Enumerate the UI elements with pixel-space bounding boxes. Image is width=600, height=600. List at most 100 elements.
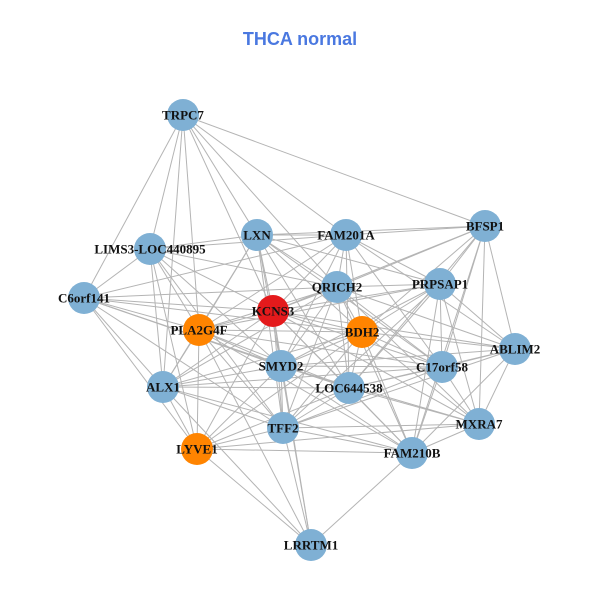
node-label-LOC644538: LOC644538 (315, 381, 383, 396)
edge-QRICH2-TFF2 (282, 286, 338, 429)
edge-PRPSAP1-ABLIM2 (439, 283, 516, 350)
edge-BDH2-TFF2 (282, 331, 363, 429)
edge-TRPC7-LIMS3 (149, 114, 184, 250)
node-label-TFF2: TFF2 (267, 421, 298, 436)
edge-PLA2G4F-LRRTM1 (198, 329, 312, 546)
edge-FAM201A-BDH2 (345, 234, 363, 333)
edge-TRPC7-KCNS3 (182, 114, 274, 312)
node-label-SMYD2: SMYD2 (259, 359, 304, 374)
node-C17orf58[interactable] (426, 351, 458, 383)
edge-PLA2G4F-FAM210B (198, 329, 413, 454)
edge-QRICH2-C6orf141 (83, 286, 338, 299)
edge-BFSP1-KCNS3 (272, 225, 486, 312)
node-LIMS3[interactable] (134, 233, 166, 265)
node-label-FAM210B: FAM210B (384, 446, 441, 461)
edge-ALX1-LRRTM1 (162, 386, 312, 546)
edge-C6orf141-LYVE1 (83, 297, 198, 450)
node-LXN[interactable] (241, 219, 273, 251)
edge-C6orf141-ALX1 (83, 297, 164, 388)
edge-QRICH2-ALX1 (162, 286, 338, 388)
edge-PRPSAP1-PLA2G4F (198, 283, 441, 331)
edge-FAM201A-C6orf141 (83, 234, 347, 299)
edge-TFF2-FAM210B (282, 427, 413, 454)
edge-C6orf141-BDH2 (83, 297, 363, 333)
node-LRRTM1[interactable] (295, 529, 327, 561)
node-label-TRPC7: TRPC7 (162, 108, 204, 123)
edge-TRPC7-PLA2G4F (182, 114, 200, 331)
edge-KCNS3-ABLIM2 (272, 310, 516, 350)
edge-C17orf58-ALX1 (162, 366, 443, 388)
node-PRPSAP1[interactable] (424, 268, 456, 300)
edge-FAM201A-PRPSAP1 (345, 234, 441, 285)
edge-LXN-PRPSAP1 (256, 234, 441, 285)
edge-BDH2-ALX1 (162, 331, 363, 388)
edge-PLA2G4F-TFF2 (198, 329, 284, 429)
edge-LOC644538-MXRA7 (348, 387, 480, 425)
node-label-FAM201A: FAM201A (317, 228, 375, 243)
edge-C6orf141-TFF2 (83, 297, 284, 429)
edge-LXN-LIMS3 (149, 234, 258, 250)
edge-LIMS3-KCNS3 (149, 248, 274, 312)
edge-BFSP1-BDH2 (361, 225, 486, 333)
edge-TRPC7-FAM201A (182, 114, 347, 236)
node-ABLIM2[interactable] (499, 333, 531, 365)
edge-SMYD2-FAM210B (280, 365, 413, 454)
node-SMYD2[interactable] (265, 350, 297, 382)
node-label-QRICH2: QRICH2 (312, 280, 363, 295)
edge-LYVE1-FAM210B (196, 448, 413, 454)
edge-BFSP1-LOC644538 (348, 225, 486, 389)
node-label-KCNS3: KCNS3 (252, 304, 295, 319)
edge-TRPC7-ALX1 (162, 114, 184, 388)
edge-FAM201A-KCNS3 (272, 234, 347, 312)
edge-TRPC7-C6orf141 (83, 114, 184, 299)
node-TRPC7[interactable] (167, 99, 199, 131)
node-label-ALX1: ALX1 (146, 380, 180, 395)
edge-layer (83, 114, 516, 546)
edge-LXN-BFSP1 (256, 225, 486, 236)
edge-FAM201A-LOC644538 (345, 234, 350, 389)
node-MXRA7[interactable] (463, 408, 495, 440)
edge-FAM201A-C17orf58 (345, 234, 443, 368)
node-FAM210B[interactable] (396, 437, 428, 469)
edge-BDH2-LYVE1 (196, 331, 363, 450)
edge-MXRA7-LYVE1 (196, 423, 480, 450)
edge-SMYD2-C17orf58 (280, 365, 443, 368)
node-FAM201A[interactable] (330, 219, 362, 251)
edge-SMYD2-ALX1 (162, 365, 282, 388)
node-label-PLA2G4F: PLA2G4F (170, 323, 227, 338)
edge-ALX1-LOC644538 (162, 386, 350, 389)
node-C6orf141[interactable] (68, 282, 100, 314)
edge-BFSP1-MXRA7 (478, 225, 486, 425)
edge-TRPC7-QRICH2 (182, 114, 338, 288)
edge-KCNS3-ALX1 (162, 310, 274, 388)
edge-PRPSAP1-MXRA7 (439, 283, 480, 425)
edge-C6orf141-PLA2G4F (83, 297, 200, 331)
edge-LIMS3-LYVE1 (149, 248, 198, 450)
node-PLA2G4F[interactable] (183, 314, 215, 346)
node-BDH2[interactable] (346, 316, 378, 348)
node-BFSP1[interactable] (469, 210, 501, 242)
edge-TRPC7-LXN (182, 114, 258, 236)
graph-title: THCA normal (242, 29, 358, 49)
node-label-BDH2: BDH2 (345, 325, 380, 340)
edge-LXN-TFF2 (256, 234, 284, 429)
node-LYVE1[interactable] (181, 433, 213, 465)
edge-BDH2-MXRA7 (361, 331, 480, 425)
edge-BFSP1-ABLIM2 (484, 225, 516, 350)
node-QRICH2[interactable] (321, 271, 353, 303)
edge-LIMS3-QRICH2 (149, 248, 338, 288)
edge-KCNS3-MXRA7 (272, 310, 480, 425)
node-label-C17orf58: C17orf58 (416, 360, 468, 375)
edge-FAM210B-LRRTM1 (310, 452, 413, 546)
node-KCNS3[interactable] (257, 295, 289, 327)
node-ALX1[interactable] (147, 371, 179, 403)
edge-LYVE1-LRRTM1 (196, 448, 312, 546)
edge-FAM201A-BFSP1 (345, 225, 486, 236)
node-LOC644538[interactable] (333, 372, 365, 404)
edge-SMYD2-MXRA7 (280, 365, 480, 425)
node-TFF2[interactable] (267, 412, 299, 444)
edge-TFF2-LRRTM1 (282, 427, 312, 546)
